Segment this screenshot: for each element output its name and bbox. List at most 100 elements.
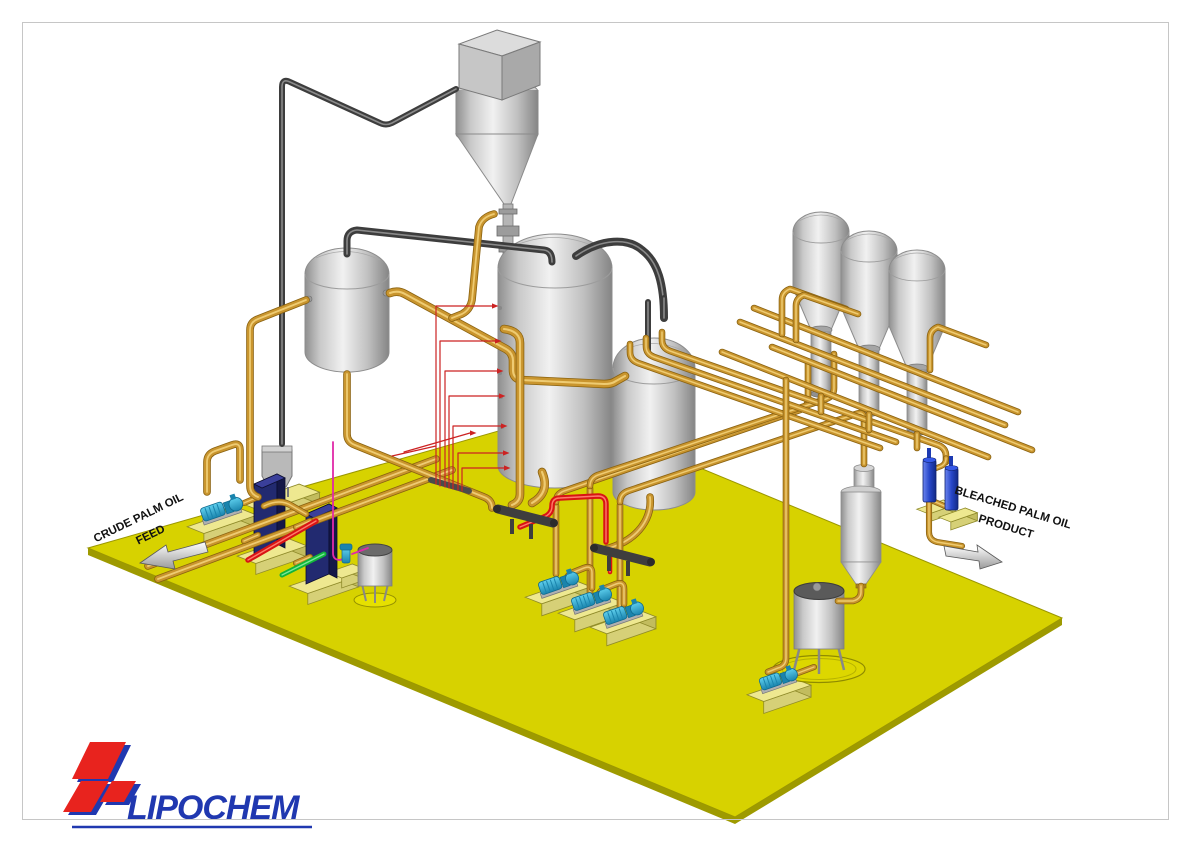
seam — [497, 267, 613, 289]
polish-filter-1 — [922, 459, 937, 503]
instrument-line — [435, 305, 493, 485]
filter-feed-pump-2 — [571, 584, 612, 615]
tank-agitator — [812, 582, 822, 592]
filter-body — [888, 249, 946, 369]
seam — [612, 367, 696, 385]
feed-arrow — [138, 541, 209, 570]
rotary-valve — [496, 225, 520, 237]
motor-fin — [579, 596, 584, 608]
logo-mark-red — [100, 781, 136, 802]
pipe-highlight — [771, 346, 1033, 451]
equipment-base — [745, 677, 813, 715]
motor-fin — [614, 609, 620, 621]
equipment-base — [937, 507, 979, 531]
pipe-highlight — [530, 470, 546, 505]
slurry-pump — [758, 665, 798, 695]
tank-rim — [793, 582, 845, 600]
hopper-cone — [455, 133, 539, 205]
filter-feed-pump-3 — [603, 598, 644, 629]
seam — [304, 273, 390, 290]
manifold-cap — [493, 505, 501, 513]
motor-fin — [212, 505, 218, 517]
flange — [498, 208, 518, 215]
pipe-highlight — [781, 288, 847, 335]
motor-fin — [216, 503, 222, 516]
nozzle — [498, 306, 502, 310]
manifold-cap — [550, 519, 558, 527]
motor-fin — [542, 582, 547, 593]
polish-filter-stem — [927, 448, 931, 462]
polish-filter-2-cap — [944, 465, 959, 471]
pump-nozzle — [229, 493, 237, 501]
manifold-cap — [647, 558, 655, 566]
pipe-highlight — [629, 343, 881, 449]
seam — [888, 269, 946, 282]
tank-leg — [792, 645, 802, 671]
pump-nozzle — [565, 568, 573, 575]
hx2-top — [305, 503, 338, 519]
motor-fin — [607, 612, 612, 623]
bin-top — [261, 445, 293, 453]
instrument-line — [391, 445, 437, 457]
pipe-highlight — [346, 373, 493, 509]
dosing-tank — [353, 543, 397, 608]
pipe-highlight — [281, 80, 457, 445]
motor-fin — [546, 580, 551, 592]
instrument-line — [448, 395, 500, 489]
pipe-highlight — [243, 534, 259, 542]
motor-fin — [204, 507, 210, 520]
motor-fin — [208, 506, 214, 518]
seam — [846, 233, 892, 241]
logo: LIPOCHEM — [63, 742, 312, 829]
base-top — [937, 507, 979, 523]
seam — [798, 214, 844, 222]
pipe-highlight — [589, 353, 835, 487]
flow-arrowhead — [497, 368, 504, 374]
pump-motor — [538, 576, 563, 595]
pump-nozzle — [785, 665, 792, 672]
pipe-chemical-magenta — [351, 547, 369, 555]
pipe-highlight — [502, 327, 522, 507]
flow-arrowhead — [503, 450, 510, 456]
pipe-highlight — [575, 240, 665, 319]
pipe-chemical-magenta — [332, 441, 346, 561]
pipe-highlight — [206, 443, 241, 493]
pipe-highlight — [388, 290, 627, 386]
tank-leg — [383, 583, 389, 602]
motor-fin — [773, 674, 778, 685]
manifold-header-1 — [493, 504, 558, 528]
instrument-line — [439, 340, 496, 487]
flow-arrowhead — [504, 465, 511, 471]
motor-fin — [766, 676, 771, 688]
gold-oil-piping — [144, 210, 1036, 680]
pipe-highlight — [721, 351, 989, 458]
pipe-highlight — [739, 321, 1006, 426]
motor-fin — [762, 678, 768, 689]
pump-nozzle — [630, 598, 638, 605]
flow-arrowhead — [492, 303, 499, 309]
motor-fin — [582, 595, 588, 607]
cyclone — [840, 464, 882, 589]
polish-filter-stem — [949, 456, 953, 470]
pump-motor — [571, 592, 596, 611]
product-arrow — [943, 544, 1003, 570]
dosing-tank-rim — [357, 543, 393, 557]
pump-motor — [603, 606, 628, 625]
pipe-highlight — [247, 520, 317, 561]
hopper-cube-right — [501, 41, 541, 101]
motor-fin — [611, 610, 616, 622]
manifold-header-2 — [590, 543, 655, 567]
distribution-manifolds — [428, 477, 655, 576]
instrument-lines — [391, 303, 511, 492]
page-frame — [22, 22, 1169, 820]
pipe-highlight — [519, 495, 607, 543]
pipe-highlight — [929, 326, 987, 371]
seam — [894, 252, 940, 260]
instrument-line — [452, 425, 502, 490]
polish-filter-1-cap — [922, 457, 937, 463]
steam-sparger-manifold — [428, 477, 472, 494]
pipe-highlight — [767, 379, 787, 673]
motor-fin — [586, 594, 592, 605]
